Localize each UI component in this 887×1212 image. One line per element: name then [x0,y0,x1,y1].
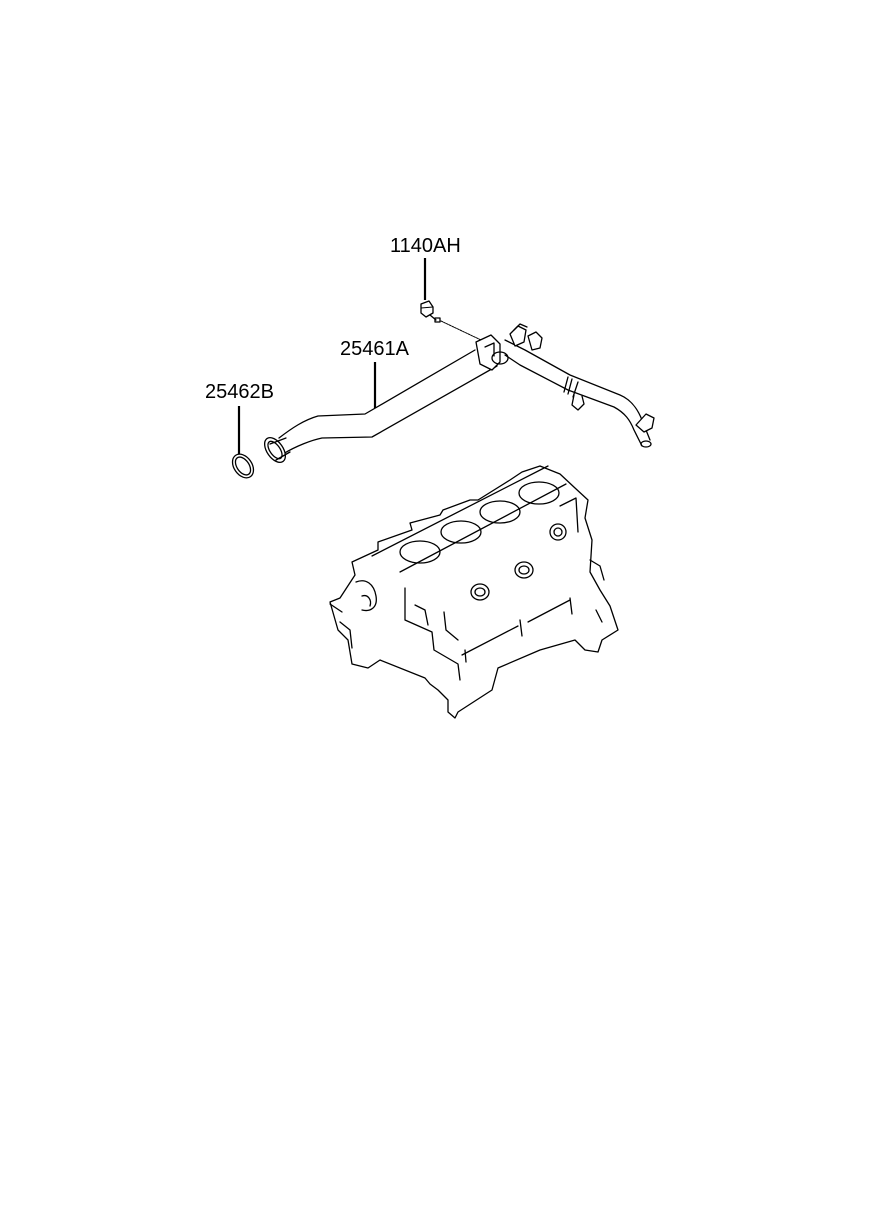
bolt-1140AH [420,300,482,341]
oring-25462B [231,453,255,479]
label-25462B[interactable]: 25462B [205,381,274,403]
label-25461A[interactable]: 25461A [340,338,410,360]
water-pipe-25461A [263,323,655,464]
label-1140AH[interactable]: 1140AH [390,235,461,257]
engine-block [329,465,619,719]
